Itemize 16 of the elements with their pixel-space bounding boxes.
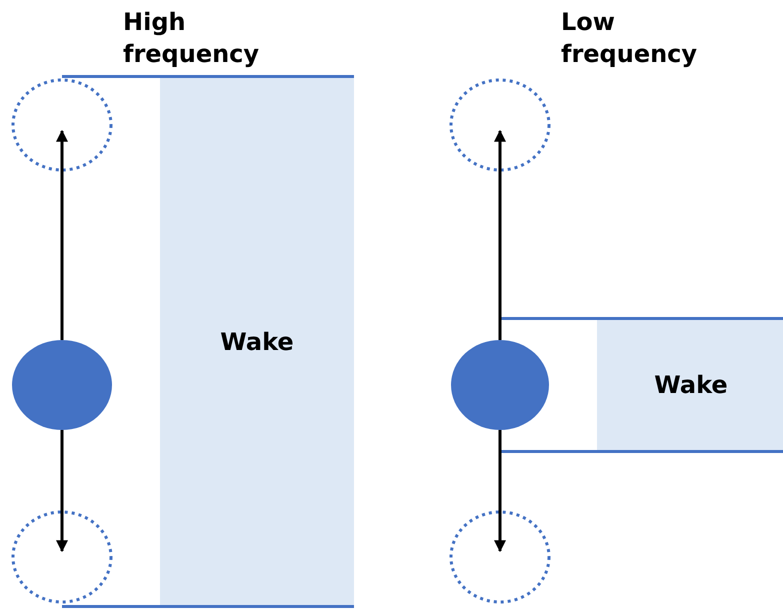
arrow [56, 130, 68, 340]
wake-region [500, 317, 783, 453]
dotted-circle [11, 78, 113, 172]
cylinder-circle [449, 338, 551, 432]
dotted-circle [449, 510, 551, 604]
arrow [494, 430, 506, 552]
wake-label: Wake [220, 328, 294, 356]
dotted-circle [11, 510, 113, 604]
panel-heading: Low frequency [561, 7, 698, 70]
wake-label: Wake [654, 371, 728, 399]
cylinder-circle [10, 338, 114, 432]
arrow [494, 130, 506, 340]
arrow [56, 430, 68, 552]
dotted-circle [449, 78, 551, 172]
wake-region [62, 75, 354, 608]
panel-heading: High frequency [123, 7, 260, 70]
